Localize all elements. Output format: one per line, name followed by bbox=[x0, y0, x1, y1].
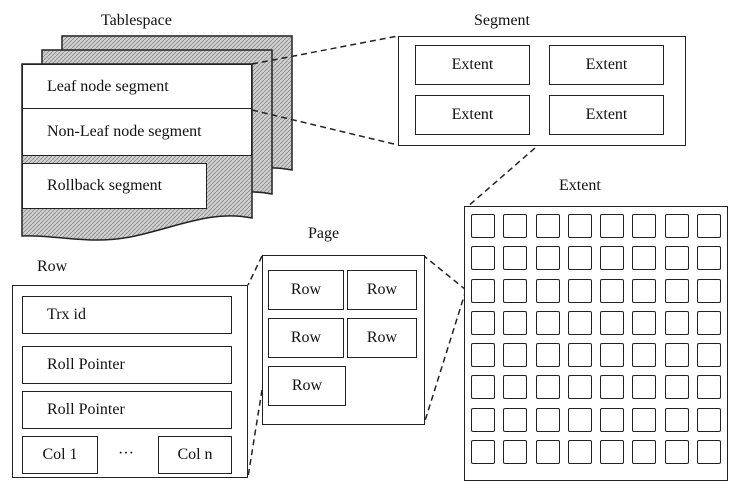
extent-page-cell bbox=[632, 310, 657, 335]
extent-page-cell bbox=[632, 278, 657, 303]
extent-page-cell bbox=[697, 343, 722, 368]
extent-page-cell bbox=[535, 246, 560, 271]
extent-page-cell bbox=[471, 246, 495, 271]
extent-page-cell bbox=[471, 278, 495, 303]
tablespace-title: Tablespace bbox=[101, 12, 172, 29]
page-title: Page bbox=[308, 225, 340, 242]
extent-page-cell bbox=[471, 407, 495, 432]
extent-page-cell bbox=[632, 407, 657, 432]
row-field-trx-id: Trx id bbox=[22, 296, 232, 334]
extent-page-cell bbox=[632, 343, 657, 368]
extent-page-cell bbox=[567, 310, 592, 335]
extent-page-cell bbox=[535, 407, 560, 432]
extent-page-cell bbox=[697, 214, 722, 238]
extent-page-cell bbox=[503, 310, 528, 335]
extent-page-cell bbox=[664, 440, 689, 465]
segment-title: Segment bbox=[474, 12, 530, 29]
extent-page-cell bbox=[535, 440, 560, 465]
extent-page-cell bbox=[664, 343, 689, 368]
extent-page-cell bbox=[535, 310, 560, 335]
page-row-2: Row bbox=[347, 270, 417, 310]
extent-page-cell bbox=[503, 246, 528, 271]
extent-page-cell bbox=[503, 278, 528, 303]
segment-extent-2: Extent bbox=[549, 45, 664, 85]
connector-grid-to-page-top bbox=[423, 255, 467, 291]
page-row-4: Row bbox=[347, 318, 417, 358]
extent-page-cell bbox=[600, 246, 625, 271]
extent-page-cell bbox=[600, 310, 625, 335]
extent-page-cell bbox=[697, 278, 722, 303]
extent-page-cell bbox=[600, 214, 625, 238]
extent-page-cell bbox=[632, 246, 657, 271]
connector-page-to-row-top bbox=[247, 255, 263, 286]
extent-page-cell bbox=[567, 375, 592, 400]
extent-page-cell bbox=[600, 440, 625, 465]
extent-page-cell bbox=[697, 407, 722, 432]
extent-page-cell bbox=[697, 375, 722, 400]
extent-page-cell bbox=[503, 440, 528, 465]
page-row-3: Row bbox=[268, 318, 344, 358]
extent-page-cell bbox=[632, 214, 657, 238]
segment-extent-3: Extent bbox=[415, 95, 530, 135]
extent-page-cell bbox=[664, 407, 689, 432]
extent-page-cell bbox=[567, 278, 592, 303]
connector-leaf-to-segment-bottom bbox=[251, 109, 399, 146]
extent-page-grid bbox=[471, 214, 722, 465]
row-col-1: Col 1 bbox=[22, 436, 98, 474]
extent-page-cell bbox=[600, 375, 625, 400]
extent-page-cell bbox=[471, 214, 495, 238]
connector-segment-to-extent bbox=[465, 134, 551, 209]
segment-extent-1: Extent bbox=[415, 45, 530, 85]
extent-page-cell bbox=[471, 375, 495, 400]
extent-page-cell bbox=[697, 440, 722, 465]
extent-page-cell bbox=[632, 375, 657, 400]
extent-title: Extent bbox=[559, 177, 601, 194]
row-col-n: Col n bbox=[158, 436, 232, 474]
extent-page-cell bbox=[664, 246, 689, 271]
row-field-roll-pointer-1: Roll Pointer bbox=[22, 346, 232, 384]
extent-page-cell bbox=[664, 375, 689, 400]
extent-page-cell bbox=[697, 310, 722, 335]
page-row-1: Row bbox=[268, 270, 344, 310]
extent-page-cell bbox=[697, 246, 722, 271]
extent-page-cell bbox=[535, 278, 560, 303]
extent-page-cell bbox=[567, 440, 592, 465]
extent-page-cell bbox=[535, 343, 560, 368]
extent-page-cell bbox=[503, 343, 528, 368]
segment-extent-4: Extent bbox=[549, 95, 664, 135]
extent-page-cell bbox=[471, 343, 495, 368]
extent-page-cell bbox=[503, 214, 528, 238]
extent-page-cell bbox=[535, 375, 560, 400]
leaf-node-segment: Leaf node segment bbox=[22, 64, 252, 110]
extent-page-cell bbox=[535, 214, 560, 238]
row-col-ellipsis: ··· bbox=[118, 445, 134, 462]
extent-page-cell bbox=[664, 278, 689, 303]
extent-page-cell bbox=[567, 407, 592, 432]
rollback-segment: Rollback segment bbox=[22, 163, 207, 209]
extent-page-cell bbox=[600, 343, 625, 368]
connector-grid-to-page-bottom bbox=[423, 289, 467, 425]
page-row-5: Row bbox=[268, 366, 346, 406]
row-title: Row bbox=[37, 258, 68, 275]
extent-page-cell bbox=[600, 278, 625, 303]
connector-page-to-row-bottom bbox=[247, 389, 263, 478]
connector-leaf-to-segment-top bbox=[251, 35, 399, 65]
extent-page-cell bbox=[567, 214, 592, 238]
extent-page-cell bbox=[632, 440, 657, 465]
extent-page-cell bbox=[664, 310, 689, 335]
extent-page-cell bbox=[503, 407, 528, 432]
connector-lines bbox=[247, 35, 551, 478]
extent-page-cell bbox=[567, 343, 592, 368]
extent-page-cell bbox=[567, 246, 592, 271]
extent-page-cell bbox=[503, 375, 528, 400]
non-leaf-node-segment: Non-Leaf node segment bbox=[22, 108, 252, 156]
extent-page-cell bbox=[600, 407, 625, 432]
row-field-roll-pointer-2: Roll Pointer bbox=[22, 391, 232, 429]
extent-page-cell bbox=[664, 214, 689, 238]
extent-page-cell bbox=[471, 310, 495, 335]
extent-page-cell bbox=[471, 440, 495, 465]
